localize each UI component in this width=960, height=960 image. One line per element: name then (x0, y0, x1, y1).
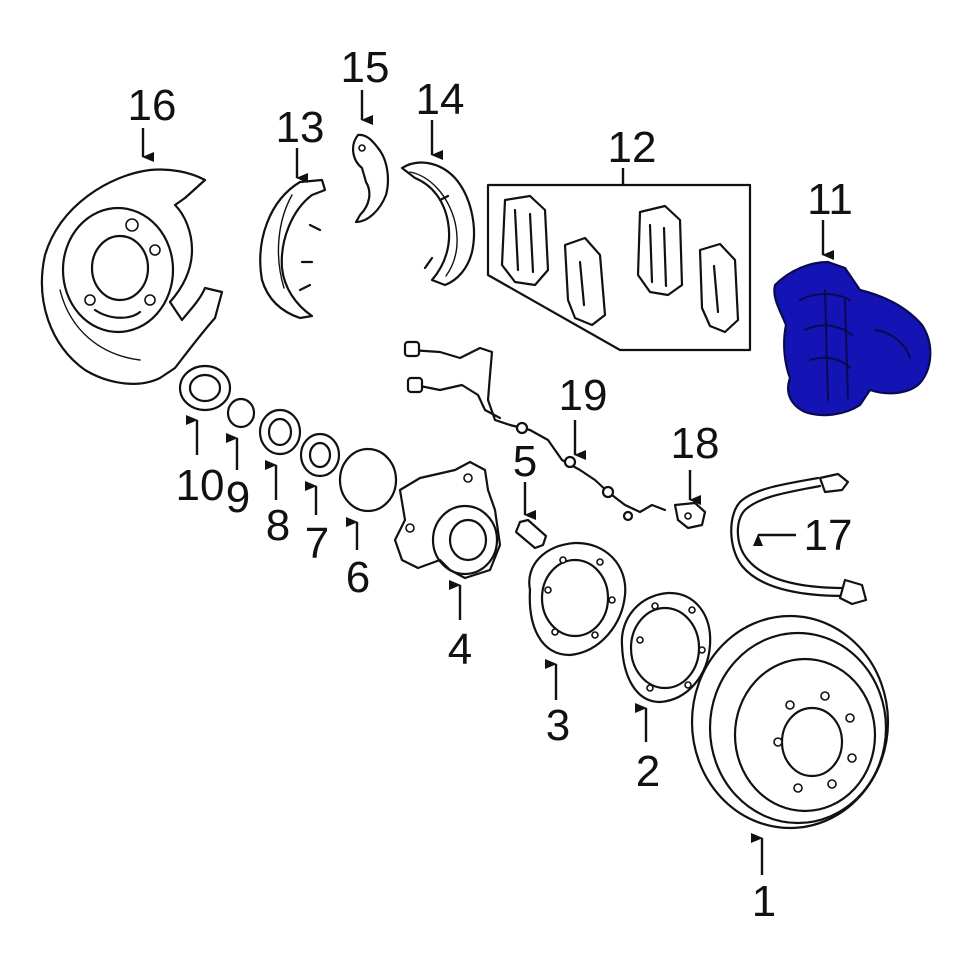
callout-1: 1 (752, 877, 776, 926)
sensor-wire-part (403, 340, 667, 522)
callout-2: 2 (636, 747, 660, 796)
callout-8: 8 (266, 501, 290, 550)
brake-pad-set-part (486, 183, 752, 352)
oil-seal-part (178, 364, 232, 412)
brake-caliper-part (773, 260, 932, 417)
leader-arrows (141, 90, 834, 875)
callout-10: 10 (176, 461, 225, 510)
snap-ring-part (226, 397, 256, 429)
callout-7: 7 (305, 519, 329, 568)
callout-4: 4 (448, 625, 472, 674)
callout-11: 11 (807, 175, 853, 224)
callout-3: 3 (546, 701, 570, 750)
brake-rotor-part (690, 614, 890, 830)
callout-6: 6 (346, 553, 370, 602)
callout-19: 19 (559, 371, 608, 420)
callout-9: 9 (226, 473, 250, 522)
callout-14: 14 (416, 75, 465, 124)
wheel-stud-part (514, 518, 548, 550)
callout-17: 17 (804, 511, 853, 560)
wheel-hub-part (393, 460, 502, 580)
callout-16: 16 (128, 81, 177, 130)
backing-plate-part (40, 168, 224, 385)
brake-hose-part (730, 472, 868, 606)
brake-shoe-part (259, 178, 327, 320)
wheel-speed-sensor-part (673, 501, 707, 530)
hub-flange-part (528, 541, 627, 657)
callout-13: 13 (276, 103, 325, 152)
callout-labels: 16 13 15 14 12 11 19 18 17 5 10 9 8 7 6 … (128, 43, 853, 926)
bearing-part (258, 408, 302, 456)
callout-12: 12 (608, 123, 657, 172)
callout-15: 15 (341, 43, 390, 92)
gasket-part (620, 591, 712, 704)
o-ring-part (338, 447, 398, 513)
callout-18: 18 (671, 419, 720, 468)
parking-shoe-part (352, 133, 389, 224)
callout-5: 5 (513, 437, 537, 486)
bearing-race-part (299, 432, 341, 478)
brake-shoe-part (400, 161, 476, 287)
